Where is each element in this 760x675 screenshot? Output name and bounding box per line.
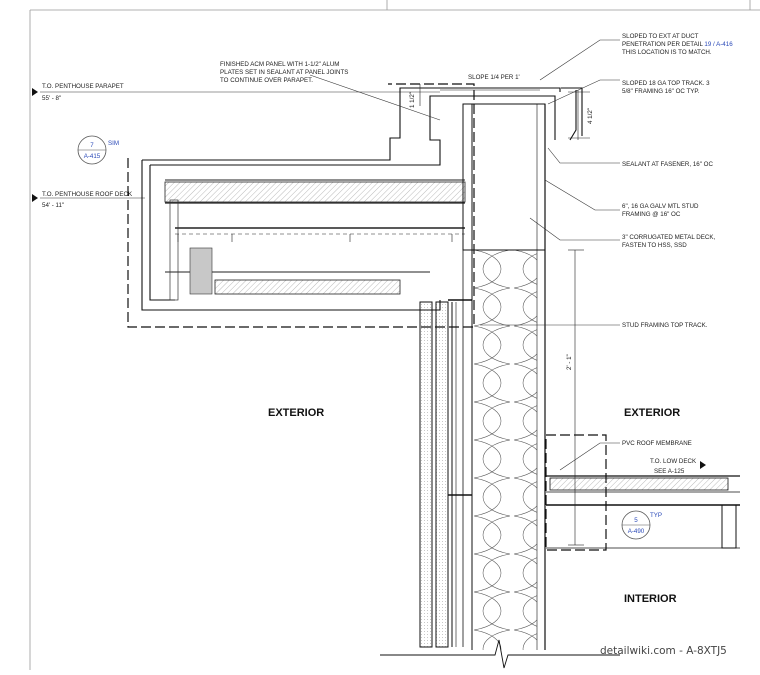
zone-interior: INTERIOR [624,593,677,605]
note-deck-1: 3" CORRUGATED METAL DECK, [622,234,715,241]
note-sealant: SEALANT AT FASENER, 16" OC [622,161,713,168]
dim-1-1-2: 1 1/2" [409,92,416,108]
callout-7-tag: SIM [108,140,119,147]
exterior-wall [419,250,472,648]
note-sloped-track-2: 5/8" FRAMING 16" OC TYP. [622,88,700,95]
dim-2-1: 2' - 1" [566,354,573,370]
low-deck-level-label: T.O. LOW DECK [650,458,697,465]
note-stud-2: FRAMING @ 16" OC [622,211,681,218]
break-line [380,639,620,669]
detail-boundaries [127,83,607,551]
note-deck-2: FASTEN TO HSS, SSD [622,242,687,249]
dimensions [419,84,590,546]
callout-5-sheet: A-490 [628,528,645,535]
low-deck-level-see: SEE A-125 [654,468,685,475]
note-sloped-ext-1: SLOPED TO EXT AT DUCT [622,33,699,40]
note-finished-acm-3: TO CONTINUE OVER PARAPET. [220,77,313,84]
callout-5[interactable]: 5 A-490 TYP [621,510,662,540]
dim-4-1-2: 4 1/2" [587,108,594,124]
callout-7-sheet: A-415 [84,153,101,160]
callout-5-tag: TYP [650,512,662,519]
note-finished-acm-1: FINISHED ACM PANEL WITH 1-1/2" ALUM [220,61,339,68]
level-lines [40,91,440,199]
callout-7-number: 7 [90,142,94,149]
zone-exterior-left: EXTERIOR [268,407,324,419]
callout-7[interactable]: 7 A-415 SIM [77,135,119,165]
note-stud-1: 6", 16 GA GALV MTL STUD [622,203,699,210]
parapet-level-elev: 55' - 8" [42,95,61,102]
zone-exterior-right: EXTERIOR [624,407,680,419]
note-sloped-ext-2: PENETRATION PER DETAIL 19 / A-416 [622,41,733,48]
note-sloped-ext-3: THIS LOCATION IS TO MATCH. [622,49,712,56]
roof-assembly [164,179,466,301]
leaders [309,39,620,471]
framing [462,103,546,650]
note-slope: SLOPE 1/4 PER 1' [468,74,520,81]
level-markers [32,88,706,469]
callout-5-number: 5 [634,517,638,524]
note-finished-acm-2: PLATES SET IN SEALANT AT PANEL JOINTS [220,69,348,76]
parapet-level-label: T.O. PENTHOUSE PARAPET [42,83,124,90]
note-top-track: STUD FRAMING TOP TRACK. [622,322,708,329]
watermark: detailwiki.com - A-8XTJ5 [600,645,727,657]
low-deck [546,475,740,549]
note-sloped-ext-ref: 19 / A-416 [704,41,733,48]
sheet-border [29,0,760,670]
note-pvc: PVC ROOF MEMBRANE [622,440,692,447]
roof-level-elev: 54' - 11" [42,202,64,209]
note-sloped-track-1: SLOPED 18 GA TOP TRACK. 3 [622,80,710,87]
roof-level-label: T.O. PENTHOUSE ROOF DECK [42,191,133,198]
